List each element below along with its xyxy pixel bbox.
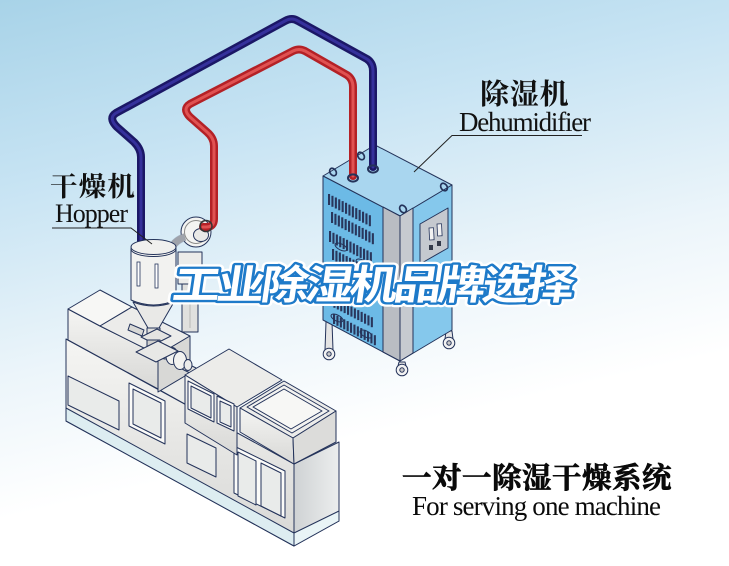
svg-text:Dehumidifier: Dehumidifier: [459, 107, 591, 137]
svg-text:Hopper: Hopper: [55, 199, 128, 228]
svg-text:For serving one machine: For serving one machine: [412, 491, 661, 521]
